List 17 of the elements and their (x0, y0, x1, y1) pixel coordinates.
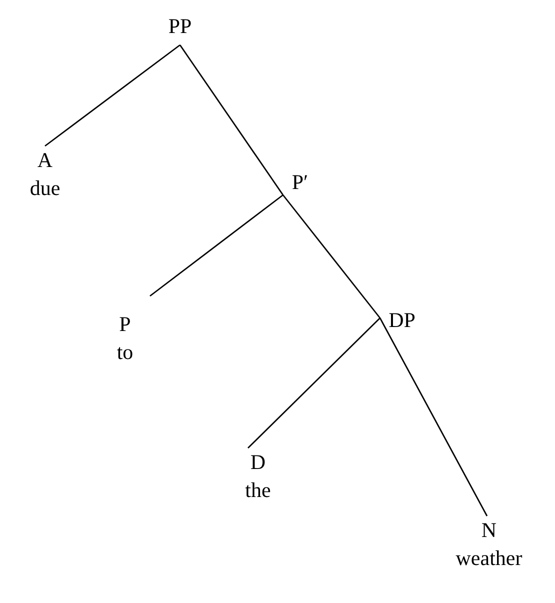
category-label: PP (168, 13, 192, 40)
category-label: N (481, 517, 497, 544)
tree-branch (282, 194, 381, 318)
word-label: to (116, 339, 134, 366)
tree-branch (379, 318, 488, 516)
word-label: the (245, 477, 271, 504)
category-label: D (250, 449, 266, 476)
word-label: due (30, 175, 60, 202)
category-label: A (37, 147, 53, 174)
tree-branch (179, 44, 284, 196)
category-label: P′ (292, 169, 308, 196)
tree-branch (150, 194, 284, 297)
category-label: DP (388, 307, 416, 334)
tree-branch (44, 44, 180, 147)
tree-branch (248, 318, 380, 448)
word-label: weather (456, 545, 522, 572)
category-label: P (119, 311, 131, 338)
